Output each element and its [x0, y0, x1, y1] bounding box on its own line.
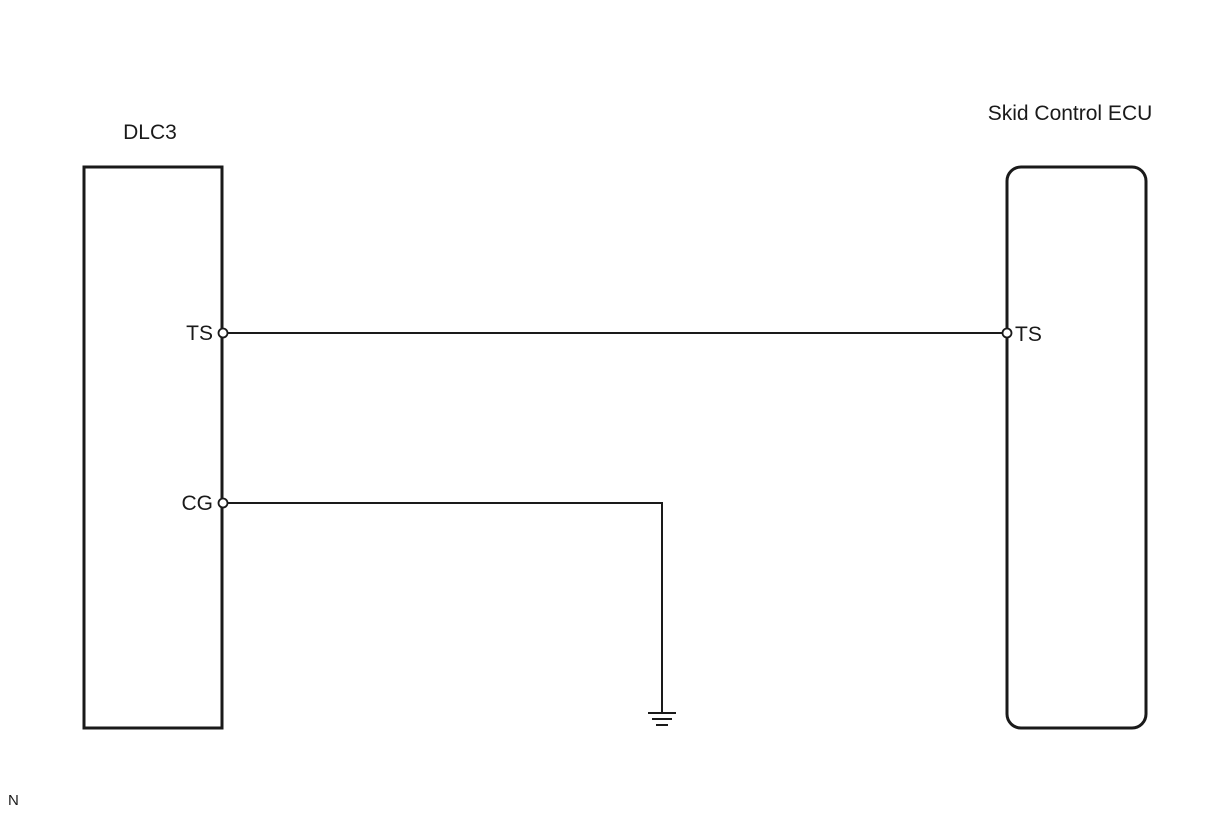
- ecu-box: [1005, 165, 1148, 730]
- ground-icon: [648, 712, 676, 726]
- dlc3-pin-cg-label: CG: [182, 492, 214, 515]
- footer-mark: N: [8, 792, 19, 809]
- dlc3-title: DLC3: [123, 121, 177, 144]
- dlc3-cg-terminal: [217, 497, 229, 509]
- dlc3-ts-terminal: [217, 327, 229, 339]
- ecu-pin-ts-label: TS: [1015, 323, 1042, 346]
- skid-control-ecu-block: Skid Control ECU TS: [988, 102, 1153, 730]
- dlc3-block: DLC3 TS CG: [82, 121, 224, 730]
- ecu-title: Skid Control ECU: [988, 102, 1153, 125]
- dlc3-box: [82, 165, 224, 730]
- ecu-ts-terminal: [1001, 327, 1013, 339]
- cg-ground-wire: [223, 502, 663, 712]
- dlc3-pin-ts-label: TS: [186, 322, 213, 345]
